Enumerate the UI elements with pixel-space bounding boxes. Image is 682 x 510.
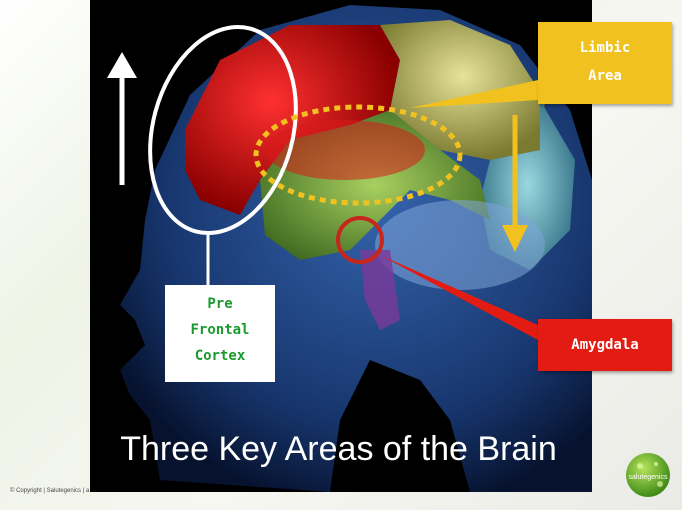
amygdala-label: Amygdala [538, 319, 672, 371]
prefrontal-line-1: Pre [165, 291, 275, 317]
brain-graphic [90, 0, 592, 492]
brain-illustration [90, 0, 592, 492]
prefrontal-line-3: Cortex [165, 343, 275, 369]
salutegenics-logo: salutegenics [624, 452, 672, 498]
amygdala-text: Amygdala [571, 337, 638, 353]
limbic-line-1: Limbic [538, 34, 672, 62]
logo-icon: salutegenics [624, 452, 672, 498]
limbic-line-2: Area [538, 62, 672, 90]
cerebellum [375, 200, 545, 290]
prefrontal-line-2: Frontal [165, 317, 275, 343]
copyright-text: © Copyright | Salutegenics | a [10, 488, 89, 494]
limbic-area-label: Limbic Area [538, 22, 672, 104]
prefrontal-cortex-label: Pre Frontal Cortex [165, 285, 275, 382]
logo-text: salutegenics [629, 474, 668, 481]
slide-title: Three Key Areas of the Brain [91, 430, 586, 469]
